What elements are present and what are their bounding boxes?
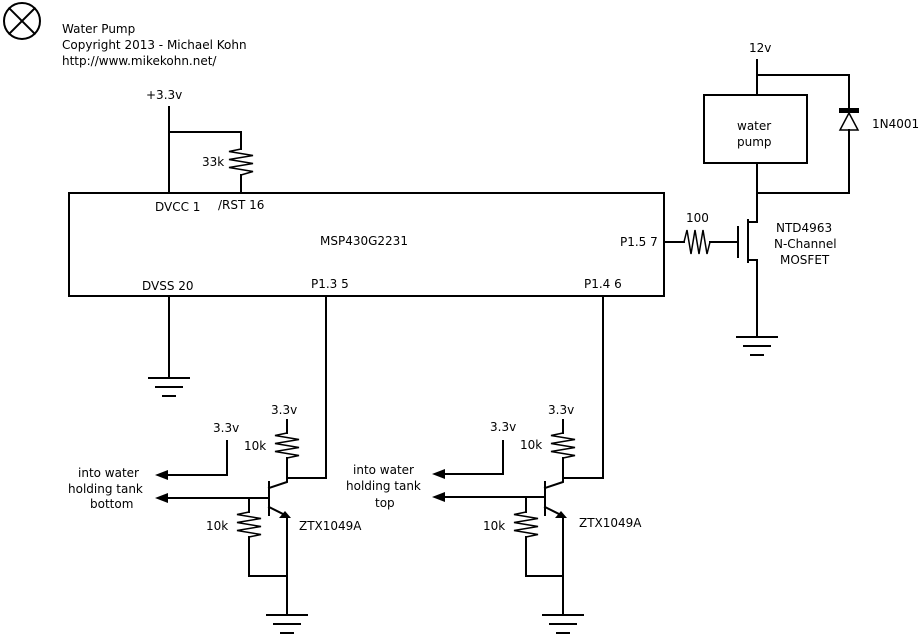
top-probe-vcc-label: 3.3v bbox=[490, 420, 516, 434]
bottom-probe-label-line1: into water bbox=[78, 466, 139, 480]
copyright-text: Copyright 2013 - Michael Kohn bbox=[62, 38, 247, 52]
bottom-probe-label-line3: bottom bbox=[90, 497, 133, 511]
gate-resistor bbox=[683, 229, 711, 255]
diode-symbol bbox=[838, 108, 860, 131]
bottom-collector-wire bbox=[267, 457, 288, 490]
ground-symbol bbox=[736, 336, 778, 356]
arrow-left-icon bbox=[155, 493, 168, 503]
pin-p14-label: P1.4 6 bbox=[584, 277, 622, 291]
mcu-supply-label: +3.3v bbox=[146, 88, 182, 102]
arrow-left-icon bbox=[432, 492, 445, 502]
bottom-base-return-wire bbox=[248, 536, 288, 577]
top-probe-label-line1: into water bbox=[353, 463, 414, 477]
reset-resistor-label: 33k bbox=[202, 155, 224, 169]
bottom-base-resistor bbox=[236, 511, 262, 538]
mosfet-label-line1: NTD4963 bbox=[776, 221, 832, 235]
bottom-probe-vcc-label: 3.3v bbox=[213, 421, 239, 435]
mcu-body bbox=[68, 192, 665, 297]
gate-resistor-label: 100 bbox=[686, 211, 709, 225]
p14-sense-wire bbox=[562, 295, 604, 479]
pin-p15-label: P1.5 7 bbox=[620, 235, 658, 249]
pump-supply-label: 12v bbox=[749, 41, 771, 55]
crossed-circle-icon bbox=[3, 2, 41, 40]
bottom-base-resistor-label: 10k bbox=[206, 519, 228, 533]
diode-label: 1N4001 bbox=[872, 117, 919, 131]
pin-dvcc-label: DVCC 1 bbox=[155, 200, 200, 214]
pump-label-line2: pump bbox=[737, 135, 772, 149]
top-collector-resistor bbox=[550, 432, 576, 459]
top-probe-supply-wire bbox=[441, 440, 504, 475]
bottom-collector-resistor-label: 10k bbox=[244, 439, 266, 453]
water-pump-box bbox=[703, 94, 808, 164]
top-collector-resistor-label: 10k bbox=[520, 438, 542, 452]
ground-symbol bbox=[266, 614, 308, 634]
mcu-name: MSP430G2231 bbox=[320, 234, 408, 248]
ground-symbol bbox=[148, 377, 190, 397]
bottom-probe-supply-wire bbox=[164, 440, 228, 476]
diagram-title: Water Pump bbox=[62, 22, 135, 36]
bottom-collector-resistor bbox=[274, 432, 300, 459]
mosfet-label-line2: N-Channel bbox=[774, 237, 837, 251]
top-probe-label-line2: holding tank bbox=[346, 479, 421, 493]
website-url: http://www.mikekohn.net/ bbox=[62, 54, 217, 68]
top-collector-wire bbox=[543, 457, 564, 490]
bottom-collector-vcc-label: 3.3v bbox=[271, 403, 297, 417]
mosfet-label-line3: MOSFET bbox=[780, 253, 830, 267]
pin-rst-label: /RST 16 bbox=[218, 198, 264, 212]
bottom-probe-label-line2: holding tank bbox=[68, 482, 143, 496]
pin-dvss-label: DVSS 20 bbox=[142, 279, 194, 293]
top-base-resistor-label: 10k bbox=[483, 519, 505, 533]
bottom-transistor-label: ZTX1049A bbox=[299, 519, 362, 533]
p13-sense-wire bbox=[286, 295, 327, 479]
pump-supply-wiring bbox=[756, 59, 850, 223]
top-base-resistor bbox=[513, 511, 539, 538]
pin-p13-label: P1.3 5 bbox=[311, 277, 349, 291]
top-transistor-label: ZTX1049A bbox=[579, 516, 642, 530]
arrow-left-icon bbox=[155, 470, 168, 480]
top-base-return-wire bbox=[525, 536, 564, 577]
ground-symbol bbox=[542, 614, 584, 634]
mosfet-symbol bbox=[737, 219, 758, 336]
top-probe-label-line3: top bbox=[375, 496, 395, 510]
pump-label-line1: water bbox=[737, 119, 771, 133]
top-collector-vcc-label: 3.3v bbox=[548, 403, 574, 417]
reset-resistor bbox=[228, 148, 254, 176]
arrow-left-icon bbox=[432, 469, 445, 479]
mcu-supply-wiring bbox=[168, 106, 242, 194]
